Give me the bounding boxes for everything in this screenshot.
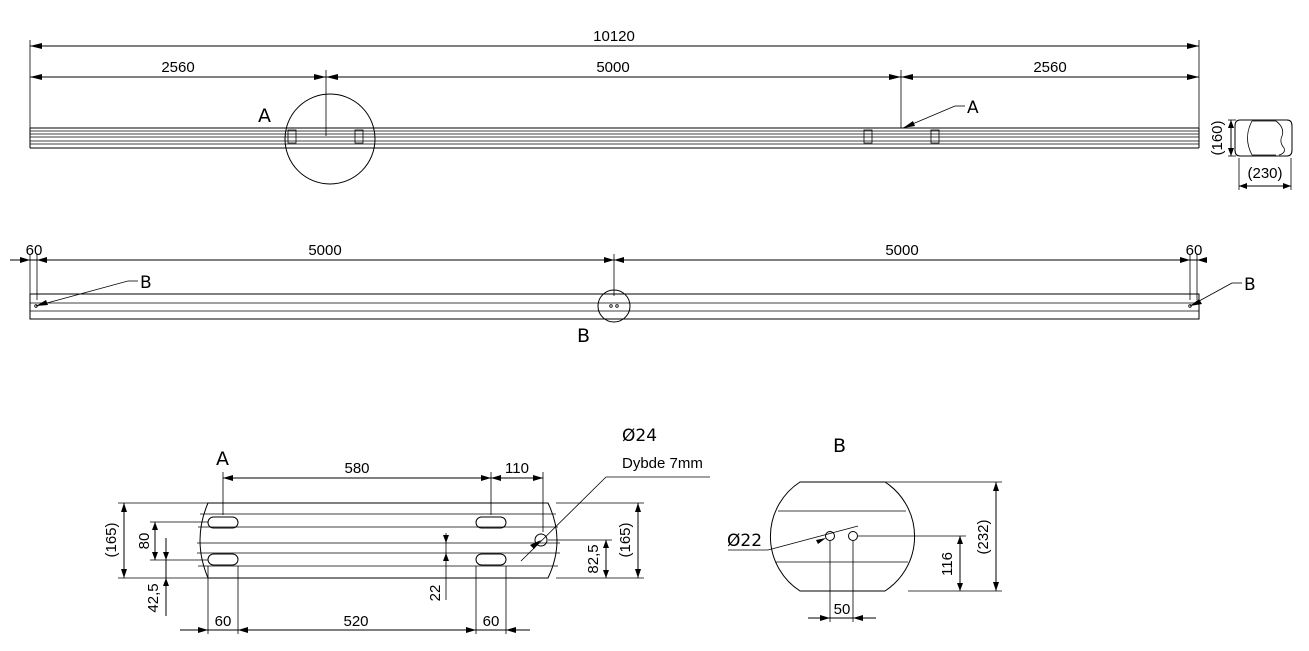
leader-b-left: B [35, 273, 152, 307]
detail-a: A 580 110 Ø24 Dybde 7mm [103, 426, 710, 634]
hole-depth-label: Dybde 7mm [622, 455, 703, 472]
end-left-label: 60 [215, 613, 232, 630]
right-offset-label: 2560 [1033, 59, 1066, 76]
detail-b-title: B [833, 435, 846, 457]
hole-left [825, 531, 835, 541]
bolt-hole [534, 533, 548, 547]
height-right-label: (165) [617, 522, 634, 557]
slot-bottom-left [207, 553, 239, 566]
hole-diameter-label: Ø24 [622, 426, 657, 446]
slot-spacing-label: 580 [344, 460, 369, 477]
center-offset-label: 82,5 [585, 544, 602, 573]
detail-a-marker-right: A [967, 98, 979, 118]
slot-top-right [475, 516, 507, 529]
hole-diameter-b-label: Ø22 [727, 531, 762, 551]
overall-length-label: 10120 [593, 28, 635, 45]
detail-b-body [769, 481, 916, 592]
detail-a-body [199, 502, 558, 579]
slot-span-label: 520 [343, 613, 368, 630]
dimension-chain-side: 60 5000 5000 60 [10, 242, 1207, 300]
slot-length-label: 110 [505, 460, 529, 477]
hole-height-label: 116 [939, 552, 956, 576]
top-view: 10120 2560 5000 2560 [29, 28, 1293, 190]
dimension-chain-top: 2560 5000 2560 [30, 59, 1199, 136]
leader-b-left-label: B [140, 273, 152, 293]
height-left-label: (165) [103, 522, 120, 557]
section-width-label: (230) [1247, 165, 1282, 182]
slot-offset-label: 42,5 [145, 583, 162, 612]
detail-a-circle [284, 93, 376, 185]
dimension-overall-length: 10120 [29, 28, 1200, 130]
detail-b-circle [597, 289, 631, 323]
beam-side-view [29, 293, 1200, 320]
middle-span-label: 5000 [596, 59, 629, 76]
section-height-label: (160) [1209, 120, 1226, 155]
detail-b: B Ø22 116 (232) 50 [727, 435, 1002, 622]
hole-right [848, 531, 858, 541]
leader-b-right-label: B [1244, 275, 1256, 295]
groove-depth-label: 22 [427, 585, 444, 602]
leader-a-right: A [902, 98, 979, 129]
end-right-label: 60 [483, 613, 500, 630]
detail-a-title: A [216, 448, 229, 470]
overall-height-b-label: (232) [975, 519, 992, 554]
slot-vertical-label: 80 [136, 533, 153, 550]
side-view: 60 5000 5000 60 B B [10, 242, 1256, 347]
detail-a-marker-left: A [258, 105, 271, 127]
leader-b-right: B [1189, 275, 1256, 307]
side-right-end-label: 60 [1186, 242, 1203, 259]
side-span-left-label: 5000 [308, 242, 341, 259]
side-left-end-label: 60 [26, 242, 43, 259]
slot-bottom-right [475, 553, 507, 566]
side-span-right-label: 5000 [885, 242, 918, 259]
left-offset-label: 2560 [161, 59, 194, 76]
hole-spacing-label: 50 [834, 601, 851, 618]
detail-b-marker: B [577, 325, 590, 347]
beam-top-view [29, 127, 1200, 149]
end-section-view: (160) (230) [1209, 119, 1293, 190]
slot-top-left [207, 516, 239, 529]
